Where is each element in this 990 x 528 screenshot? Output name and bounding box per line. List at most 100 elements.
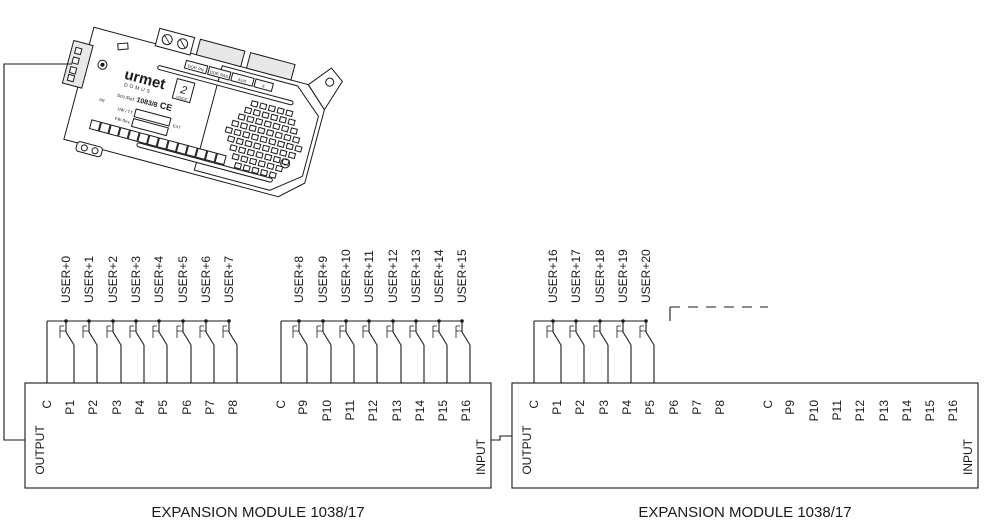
pushbutton-actuator <box>106 325 113 338</box>
pushbutton-actuator <box>176 325 183 338</box>
module-1-input-label: INPUT <box>474 438 488 475</box>
pushbutton-contact <box>158 331 168 346</box>
module-1-caption: EXPANSION MODULE 1038/17 <box>151 504 364 521</box>
device-bottom-terminals <box>88 119 227 166</box>
grille-hole <box>276 140 286 148</box>
device-terminal <box>137 132 150 145</box>
pushbutton-contact <box>438 331 448 346</box>
device-top-label-4: ① <box>261 83 266 89</box>
grille-hole <box>259 102 268 111</box>
terminal-label-c: C <box>527 400 541 409</box>
terminal-label-p7: P7 <box>203 400 217 415</box>
user-label: USER+18 <box>593 249 607 303</box>
terminal-label-c: C <box>40 400 54 409</box>
grille-hole <box>257 126 266 135</box>
pushbutton-contact <box>182 331 192 346</box>
pushbutton-actuator <box>199 325 206 338</box>
grille-hole <box>274 164 284 173</box>
terminal-label-p4: P4 <box>620 400 634 415</box>
terminal-label-p4: P4 <box>133 400 147 415</box>
terminal-label-p7: P7 <box>690 400 704 415</box>
grille-hole <box>274 131 283 140</box>
terminal-label-p6: P6 <box>180 400 194 415</box>
grille-hole <box>294 145 303 153</box>
device-hw-label: HW / TT <box>117 106 134 115</box>
pushbutton-contact <box>65 331 75 346</box>
grille-hole <box>278 115 288 124</box>
connection-lines <box>3 63 512 441</box>
user-label: USER+20 <box>639 249 653 303</box>
grille-hole <box>255 151 264 159</box>
terminal-label-p1: P1 <box>63 400 77 415</box>
grille-hole <box>231 119 240 128</box>
pushbutton-actuator <box>59 325 66 338</box>
grille-hole <box>251 166 260 175</box>
pushbutton-contact <box>415 331 425 346</box>
grille-hole <box>289 127 299 135</box>
device-terminal <box>146 134 160 148</box>
terminal-label-p11: P11 <box>830 400 844 421</box>
terminal-label-p13: P13 <box>877 400 891 422</box>
user-label: USER+11 <box>362 250 376 303</box>
module-link-wire <box>491 435 512 441</box>
device-ce-mark: CE <box>159 100 174 113</box>
grille-hole <box>253 142 262 150</box>
pushbutton-actuator <box>316 325 323 338</box>
grille-hole <box>246 115 255 124</box>
grille-hole <box>279 149 288 157</box>
grille-hole <box>259 135 268 144</box>
pushbutton-contact <box>135 331 145 346</box>
module-1-output-label: OUTPUT <box>33 425 47 475</box>
device-logo-text: VOICE <box>176 95 188 102</box>
terminal-label-p15: P15 <box>923 400 937 422</box>
terminal-label-p3: P3 <box>597 400 611 415</box>
pushbutton-actuator <box>432 325 439 338</box>
device-terminal <box>127 129 140 142</box>
device-voice-logo <box>171 77 196 104</box>
grille-hole <box>229 144 238 152</box>
grille-hole <box>240 155 249 163</box>
module-1-switches <box>46 319 471 383</box>
user-label: USER+7 <box>222 256 236 303</box>
grille-hole <box>268 138 277 146</box>
pushbutton-actuator <box>129 325 136 338</box>
pushbutton-contact <box>228 331 238 346</box>
device-terminal <box>204 150 218 163</box>
grille-hole <box>265 129 275 137</box>
grille-hole <box>263 120 272 128</box>
device-terminal <box>175 142 189 155</box>
pushbutton-actuator <box>455 325 462 338</box>
user-label: USER+16 <box>546 249 560 303</box>
user-label: USER+9 <box>316 256 330 303</box>
user-label: USER+4 <box>152 256 166 303</box>
pushbutton-contact <box>575 331 585 346</box>
terminal-label-c: C <box>761 400 775 409</box>
terminal-label-p5: P5 <box>156 400 170 415</box>
user-label: USER+14 <box>432 249 446 303</box>
pushbutton-contact <box>552 331 562 346</box>
user-label: USER+3 <box>129 256 143 303</box>
terminal-label-p14: P14 <box>900 400 914 422</box>
device-top-label-2: DOP. PAS <box>209 69 229 79</box>
grille-hole <box>248 124 257 133</box>
user-label: USER+2 <box>106 256 120 303</box>
terminal-label-p8: P8 <box>713 400 727 415</box>
grille-hole <box>237 146 247 155</box>
device-to-output-wire <box>3 63 72 441</box>
device-fw-label: FW Rev. <box>114 116 131 125</box>
user-label: USER+17 <box>569 249 583 303</box>
grille-hole <box>266 162 275 170</box>
grille-hole <box>246 148 255 157</box>
grille-hole <box>287 118 296 126</box>
pushbutton-contact <box>368 331 378 346</box>
pushbutton-actuator <box>386 325 393 338</box>
user-label: USER+1 <box>82 256 96 303</box>
user-label: USER+0 <box>59 256 73 303</box>
device-top-label-3: AUX <box>237 77 247 84</box>
device-dip-switch-1 <box>195 38 246 68</box>
pushbutton-contact <box>392 331 402 346</box>
grille-hole <box>243 106 253 115</box>
